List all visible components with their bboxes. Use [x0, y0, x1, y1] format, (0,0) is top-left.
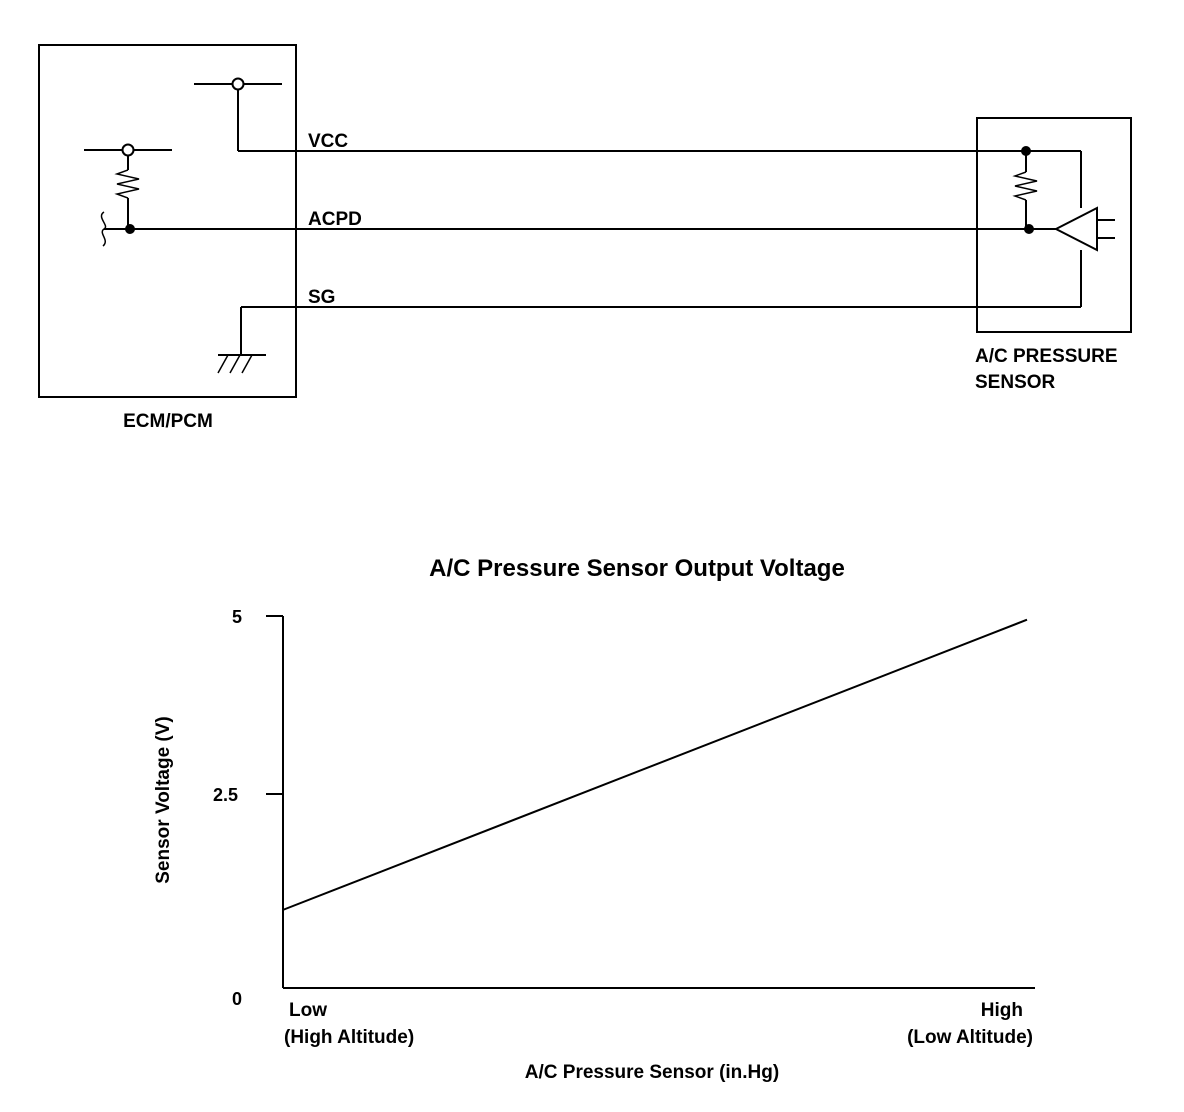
amplifier-icon — [1053, 206, 1115, 252]
x-tick-label-high: High — [981, 1000, 1023, 1021]
sg-wire-label: SG — [308, 287, 335, 308]
circuit-diagram: ECM/PCM A/C PRESSURE SENSOR VCC ACPD — [38, 44, 1132, 432]
x-axis-label: A/C Pressure Sensor (in.Hg) — [525, 1062, 779, 1083]
ecm-label: ECM/PCM — [123, 411, 213, 432]
vcc-terminal — [194, 77, 282, 151]
chart-title: A/C Pressure Sensor Output Voltage — [429, 555, 845, 582]
y-tick-label-5: 5 — [232, 607, 242, 627]
vcc-wire-label: VCC — [308, 131, 348, 152]
ecm-pullup-resistor — [84, 143, 172, 247]
x-tick-label-low: Low — [289, 1000, 327, 1021]
voltage-chart: A/C Pressure Sensor Output Voltage 5 2.5… — [153, 555, 1035, 1083]
sensor-label-line2: SENSOR — [975, 372, 1056, 393]
x-tick-label-high-sub: (Low Altitude) — [907, 1027, 1033, 1048]
ecm-box — [38, 44, 297, 398]
sensor-box — [976, 117, 1132, 333]
y-axis-label: Sensor Voltage (V) — [153, 716, 174, 884]
voltage-series-line — [282, 618, 1028, 911]
sensor-internal-circuit — [1012, 146, 1082, 307]
y-tick-label-0: 0 — [232, 989, 242, 1009]
sensor-label-line1: A/C PRESSURE — [975, 346, 1118, 367]
ground-symbol — [217, 307, 266, 374]
acpd-wire-label: ACPD — [308, 209, 362, 230]
x-tick-label-low-sub: (High Altitude) — [284, 1027, 414, 1048]
y-tick-label-2-5: 2.5 — [213, 785, 238, 805]
